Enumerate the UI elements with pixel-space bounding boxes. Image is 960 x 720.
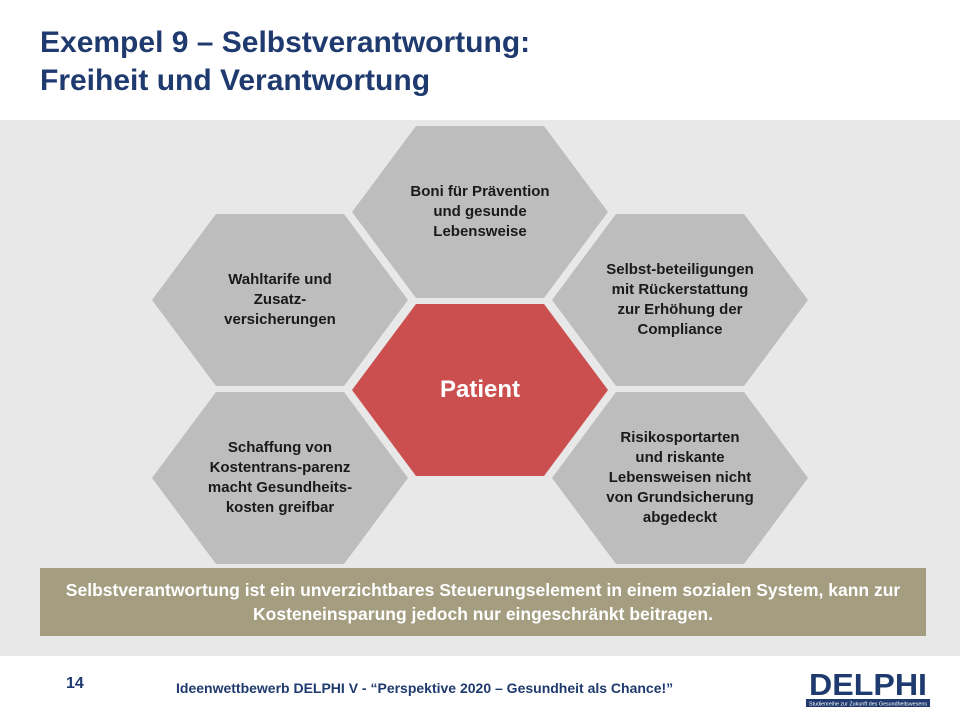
delphi-logo: DELPHI Studienreihe zur Zukunft des Gesu… [806, 668, 930, 708]
slide-title-line-2: Freiheit und Verantwortung [40, 64, 431, 97]
delphi-logo-tagline: Studienreihe zur Zukunft des Gesundheits… [809, 702, 927, 708]
hex-upper-right: Selbst-beteiligungen mit Rückerstattung … [552, 214, 808, 386]
hex-upper-left-label: Wahltarife und Zusatz-versicherungen [224, 271, 336, 328]
hex-lower-right-label: Risikosportarten und riskante Lebensweis… [606, 429, 754, 526]
delphi-logo-wordmark: DELPHI [809, 668, 927, 702]
summary-text: Selbstverantwortung ist ein unverzichtba… [65, 580, 901, 624]
summary-box: Selbstverantwortung ist ein unverzichtba… [40, 568, 926, 636]
footer-text: Ideenwettbewerb DELPHI V - “Perspektive … [176, 680, 674, 696]
slide-title: Exempel 9 – Selbstverantwortung: Freihei… [40, 24, 920, 100]
hex-top-label: Boni für Prävention und gesunde Lebenswe… [410, 183, 550, 240]
hex-center-label: Patient [439, 376, 520, 403]
hex-lower-right: Risikosportarten und riskante Lebensweis… [552, 392, 808, 564]
slide-title-line-1: Exempel 9 – Selbstverantwortung: [40, 26, 531, 59]
hex-lower-left-label: Schaffung von Kostentrans-parenz macht G… [207, 439, 353, 516]
page-number: 14 [66, 675, 84, 692]
hex-upper-right-label: Selbst-beteiligungen mit Rückerstattung … [606, 261, 754, 338]
